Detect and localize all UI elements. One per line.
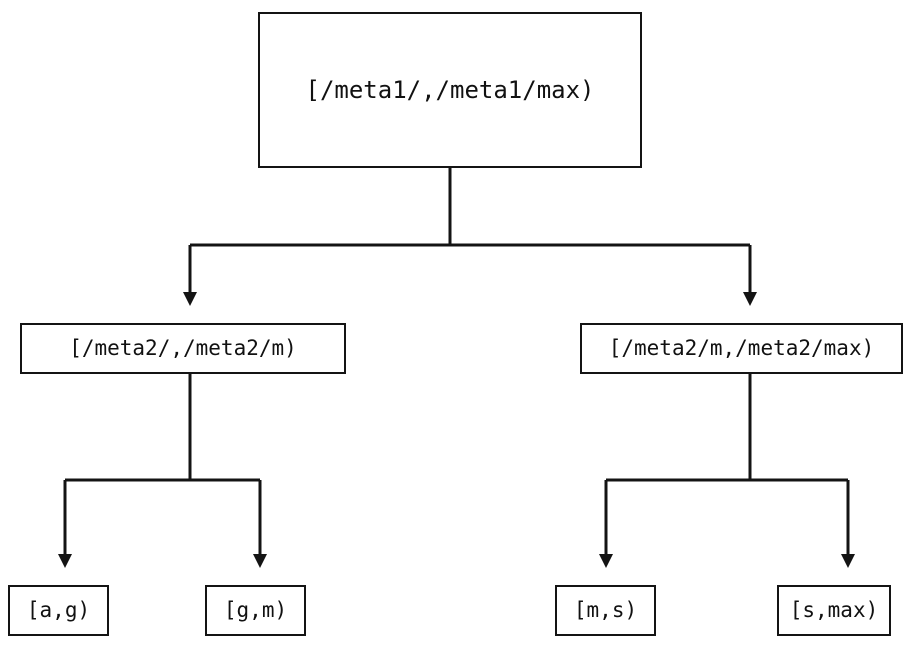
node-leaf-m-s-label: [m,s) [573, 598, 638, 622]
arrowhead-to-mid-left [183, 292, 197, 306]
node-mid-right: [/meta2/m,/meta2/max) [580, 323, 903, 374]
node-leaf-s-max: [s,max) [777, 585, 891, 636]
node-mid-left: [/meta2/,/meta2/m) [20, 323, 346, 374]
node-leaf-a-g: [a,g) [8, 585, 109, 636]
node-mid-left-label: [/meta2/,/meta2/m) [69, 336, 297, 360]
arrowhead-to-leaf-2 [253, 554, 267, 568]
node-mid-right-label: [/meta2/m,/meta2/max) [608, 336, 875, 360]
arrowhead-to-leaf-3 [599, 554, 613, 568]
arrowhead-to-leaf-1 [58, 554, 72, 568]
arrowhead-to-mid-right [743, 292, 757, 306]
node-leaf-m-s: [m,s) [555, 585, 656, 636]
node-leaf-g-m-label: [g,m) [223, 598, 288, 622]
node-leaf-a-g-label: [a,g) [26, 598, 91, 622]
node-leaf-g-m: [g,m) [205, 585, 306, 636]
node-leaf-s-max-label: [s,max) [789, 598, 879, 622]
arrowhead-to-leaf-4 [841, 554, 855, 568]
node-root-label: [/meta1/,/meta1/max) [305, 76, 595, 104]
node-root: [/meta1/,/meta1/max) [258, 12, 642, 168]
